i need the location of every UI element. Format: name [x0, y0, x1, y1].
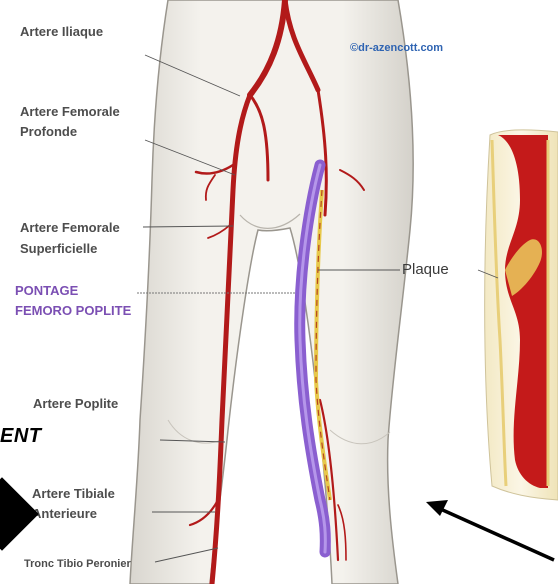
- label-femoro-poplite: FEMORO POPLITE: [15, 301, 131, 320]
- label-artere-poplite: Artere Poplite: [33, 394, 118, 413]
- label-tronc-tibio-peronier: Tronc Tibio Peronier: [24, 555, 131, 574]
- credit-watermark: ©dr-azencott.com: [350, 42, 443, 54]
- label-artere-femorale-superficielle: Artere Femorale: [20, 218, 120, 237]
- label-artere-femorale-profonde: Artere Femorale: [20, 102, 120, 121]
- label-pontage: PONTAGE: [15, 281, 78, 300]
- legs-silhouette: [130, 0, 413, 584]
- label-artere-tibiale-anterieure: Artere Tibiale: [32, 484, 115, 503]
- pointer-arrow: [426, 500, 554, 560]
- label-artere-iliaque: Artere Iliaque: [20, 22, 103, 41]
- label-plaque: Plaque: [402, 261, 449, 278]
- label-artere-femorale-superficielle-2: Superficielle: [20, 239, 97, 258]
- cropped-ent-text: ENT: [0, 425, 42, 448]
- label-artere-femorale-profonde-2: Profonde: [20, 122, 77, 141]
- vessel-cross-section: [485, 130, 558, 500]
- label-artere-tibiale-anterieure-2: Anterieure: [32, 504, 97, 523]
